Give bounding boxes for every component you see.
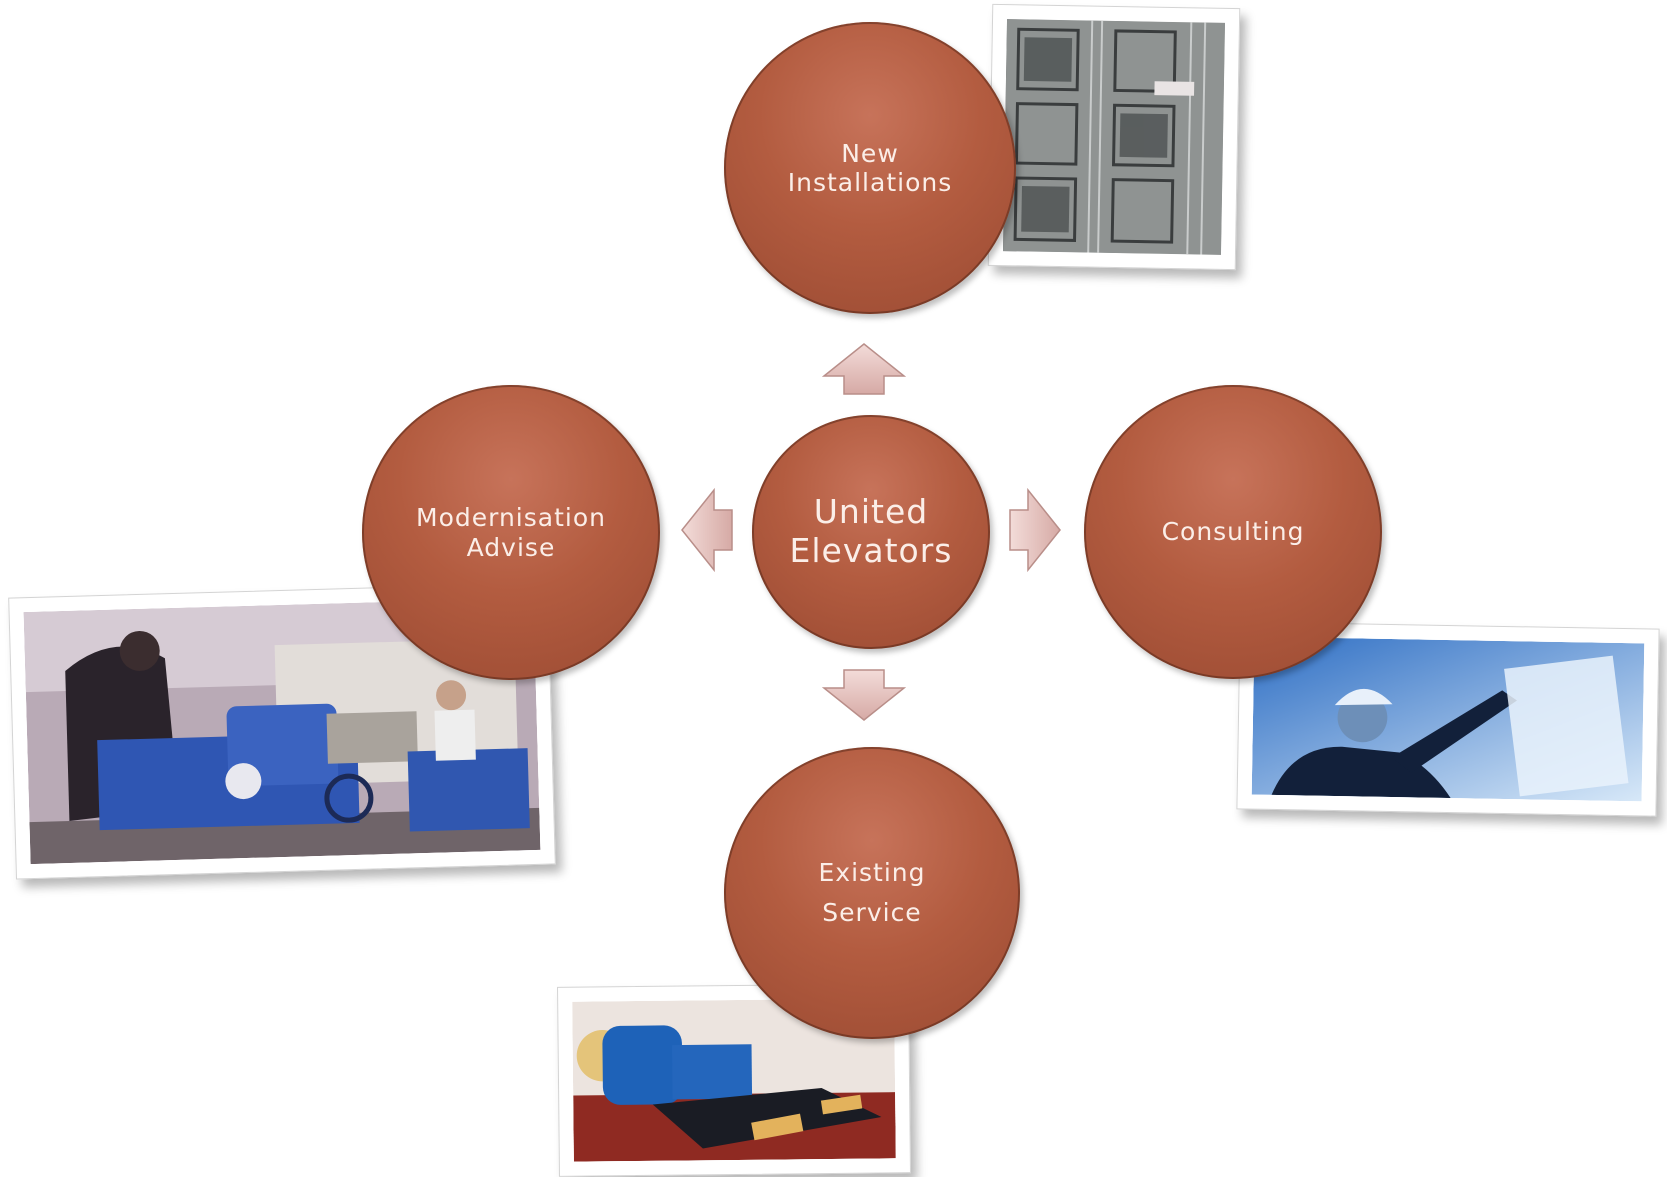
- node-center-united-elevators: United Elevators: [752, 415, 990, 649]
- arrow-left: [681, 488, 733, 572]
- node-modernisation-advise-label: Modernisation Advise: [416, 503, 606, 562]
- node-new-installations-label: New Installations: [787, 138, 953, 198]
- arrow-up: [822, 343, 906, 395]
- elevator-shaft-graphic: [1002, 19, 1226, 255]
- node-existing-service-label: Existing Service: [818, 858, 926, 927]
- node-consulting-label: Consulting: [1161, 517, 1305, 547]
- technicians-graphic: [23, 597, 541, 865]
- arrow-right: [1009, 488, 1061, 572]
- node-consulting: Consulting: [1084, 385, 1382, 679]
- node-existing-service: Existing Service: [724, 747, 1020, 1039]
- elevator-shaft-photo: [987, 3, 1241, 271]
- engineer-hardhat-photo: [1236, 621, 1660, 817]
- technicians-machining-photo: [8, 582, 556, 880]
- node-center-label: United Elevators: [789, 492, 953, 570]
- node-modernisation-advise: Modernisation Advise: [362, 385, 660, 680]
- node-new-installations: New Installations: [724, 22, 1016, 314]
- motor-graphic: [572, 998, 896, 1162]
- elevator-motor-photo: [557, 983, 911, 1177]
- arrow-down: [822, 669, 906, 721]
- engineer-graphic: [1251, 636, 1645, 802]
